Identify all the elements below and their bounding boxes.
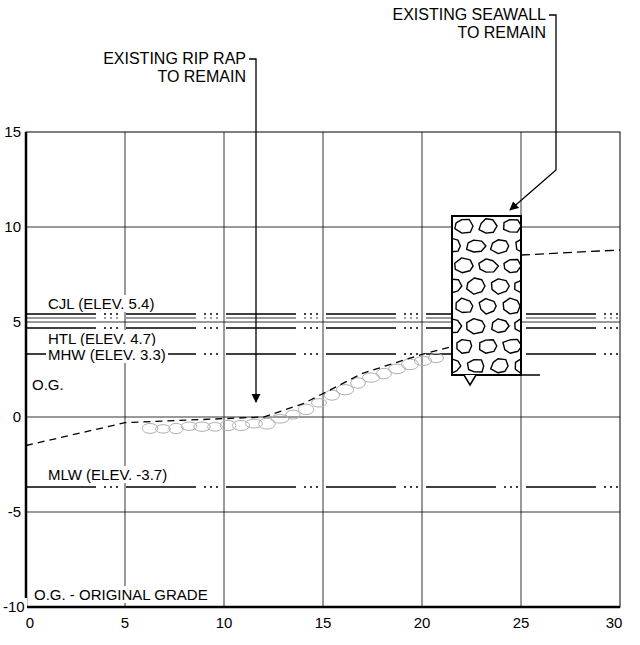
leader-line — [510, 15, 556, 210]
rip-rap-stone — [259, 418, 276, 429]
stone — [503, 298, 520, 314]
upland-grade — [521, 250, 620, 255]
stone — [492, 279, 510, 294]
stone — [504, 260, 521, 273]
stone — [492, 319, 509, 333]
tide-levels — [26, 314, 620, 487]
stone — [452, 238, 460, 252]
plot-frame — [26, 132, 620, 607]
seawall — [452, 216, 521, 375]
level-label: MLW (ELEV. -3.7) — [46, 466, 169, 483]
axis-tick: 15 — [2, 123, 23, 140]
rip-rap-stone — [286, 410, 300, 419]
stone — [452, 279, 462, 293]
axis-tick: 10 — [2, 218, 23, 235]
leader-line — [249, 59, 256, 402]
rip-rap-stone — [428, 353, 443, 362]
stone — [479, 259, 499, 272]
stone — [467, 278, 485, 294]
axis-tick: 5 — [11, 313, 23, 330]
stone — [503, 339, 521, 353]
note: O.G. - ORIGINAL GRADE — [32, 586, 210, 603]
seawall-fill — [452, 216, 521, 375]
rip-rap-stone — [220, 420, 236, 430]
stone — [468, 360, 484, 372]
seawall-toe — [464, 375, 476, 385]
axis-tick: 0 — [24, 614, 36, 631]
axis-tick: -10 — [1, 598, 27, 615]
rip-rap — [142, 353, 443, 433]
rip-rap-stone — [298, 404, 313, 415]
stone — [479, 299, 496, 315]
axis-tick: 25 — [511, 614, 532, 631]
rip-rap-stone — [156, 425, 171, 433]
original-grade — [26, 347, 452, 446]
stone — [467, 319, 485, 334]
rip-rap-stone — [401, 359, 418, 370]
rip-rap-stone — [414, 356, 431, 365]
axis-tick: -5 — [6, 503, 23, 520]
stone — [467, 240, 486, 252]
stone — [480, 340, 497, 353]
level-label: HTL (ELEV. 4.7) — [46, 330, 158, 347]
level-label: CJL (ELEV. 5.4) — [46, 295, 156, 312]
axis-tick: 15 — [313, 614, 334, 631]
stone — [491, 240, 509, 254]
rip-rap-stone — [336, 385, 353, 395]
y-axis — [25, 132, 28, 607]
axis-tick: 30 — [604, 614, 625, 631]
stone — [452, 358, 461, 374]
seawall-stones — [452, 218, 521, 375]
stone — [479, 219, 497, 233]
axis-tick: 20 — [412, 614, 433, 631]
axis-tick: 0 — [11, 408, 23, 425]
rip-rap-stone — [389, 364, 406, 374]
stone — [491, 359, 508, 373]
rip-rap-stone — [311, 399, 326, 407]
stone — [452, 318, 462, 332]
axis-tick: 5 — [119, 614, 131, 631]
level-label: MHW (ELEV. 3.3) — [46, 346, 168, 363]
callout-label: EXISTING SEAWALL TO REMAIN — [378, 6, 546, 42]
axis-tick: 10 — [214, 614, 235, 631]
stone — [504, 220, 521, 233]
grade-label: O.G. — [30, 376, 66, 393]
stone — [455, 258, 473, 273]
stone — [457, 340, 472, 354]
stone — [455, 220, 473, 234]
x-axis — [26, 606, 620, 609]
stone — [456, 298, 473, 312]
callout-label: EXISTING RIP RAP TO REMAIN — [86, 50, 246, 86]
grid — [26, 132, 620, 607]
